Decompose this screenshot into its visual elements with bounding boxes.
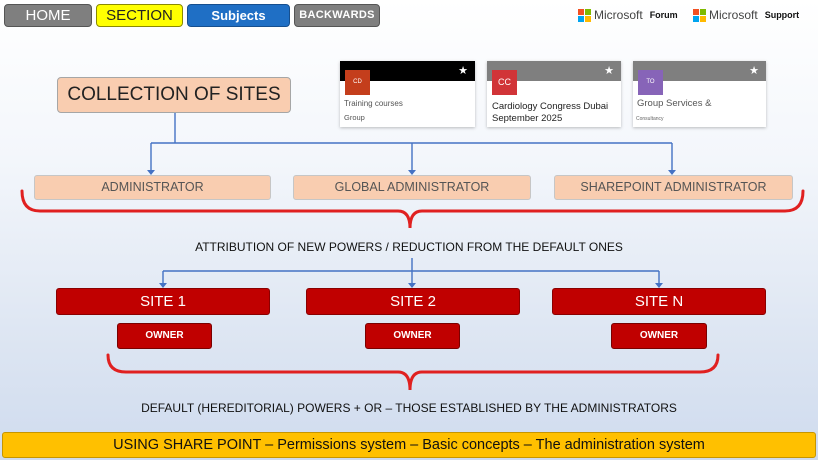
section-button[interactable]: SECTION (96, 4, 183, 27)
forum-label: Forum (649, 10, 678, 20)
support-brand: Microsoft (709, 8, 758, 22)
site-avatar: CD (345, 70, 370, 95)
footer-title-bar: USING SHARE POINT – Permissions system –… (2, 432, 816, 458)
arrow-head (408, 283, 416, 288)
arrow-head (147, 170, 155, 175)
site-card-cardiology-congress[interactable]: ★ CC Cardiology Congress Dubai September… (487, 61, 621, 127)
card-title: Training courses (344, 99, 403, 108)
arrow-head (159, 283, 167, 288)
administrator-box: ADMINISTRATOR (34, 175, 271, 200)
star-icon[interactable]: ★ (604, 65, 614, 77)
collection-of-sites-box: COLLECTION OF SITES (57, 77, 291, 113)
card-subtitle: Consultancy (636, 116, 664, 122)
microsoft-logo-icon (578, 8, 591, 22)
card-title: Group Services & (637, 98, 712, 109)
global-administrator-box: GLOBAL ADMINISTRATOR (293, 175, 531, 200)
site-n-box: SITE N (552, 288, 766, 315)
star-icon[interactable]: ★ (749, 65, 759, 77)
subjects-button[interactable]: Subjects (187, 4, 290, 27)
card-header: ★ (487, 61, 621, 81)
site-avatar: TO (638, 70, 663, 95)
default-powers-caption: DEFAULT (HEREDITORIAL) POWERS + OR – THO… (141, 401, 677, 415)
attribution-caption: ATTRIBUTION OF NEW POWERS / REDUCTION FR… (195, 240, 623, 254)
support-label: Support (764, 10, 800, 20)
star-icon[interactable]: ★ (458, 65, 468, 77)
home-button[interactable]: HOME (4, 4, 92, 27)
site-avatar: CC (492, 70, 517, 95)
site-2-box: SITE 2 (306, 288, 520, 315)
card-subtitle: Group (344, 113, 365, 122)
site-bracket (106, 353, 720, 391)
site-1-box: SITE 1 (56, 288, 270, 315)
forum-brand: Microsoft (594, 8, 643, 22)
microsoft-forum-link[interactable]: Microsoft Forum (578, 8, 678, 22)
sharepoint-administrator-box: SHAREPOINT ADMINISTRATOR (554, 175, 793, 200)
arrow-head (668, 170, 676, 175)
card-header: ★ (340, 61, 475, 81)
site-card-group-services[interactable]: ★ TO Group Services & Consultancy (633, 61, 766, 127)
backwards-button[interactable]: BACKWARDS (294, 4, 380, 27)
site-card-training-courses[interactable]: ★ CD Training courses Group (340, 61, 475, 127)
arrow-head (408, 170, 416, 175)
admin-bracket (20, 189, 805, 229)
microsoft-support-link[interactable]: Microsoft Support (693, 8, 799, 22)
card-header: ★ (633, 61, 766, 81)
owner-box-site-1: OWNER (117, 323, 212, 349)
arrow-head (655, 283, 663, 288)
card-title: Cardiology Congress Dubai September 2025 (492, 101, 609, 124)
microsoft-logo-icon (693, 8, 706, 22)
owner-box-site-n: OWNER (611, 323, 707, 349)
owner-box-site-2: OWNER (365, 323, 460, 349)
